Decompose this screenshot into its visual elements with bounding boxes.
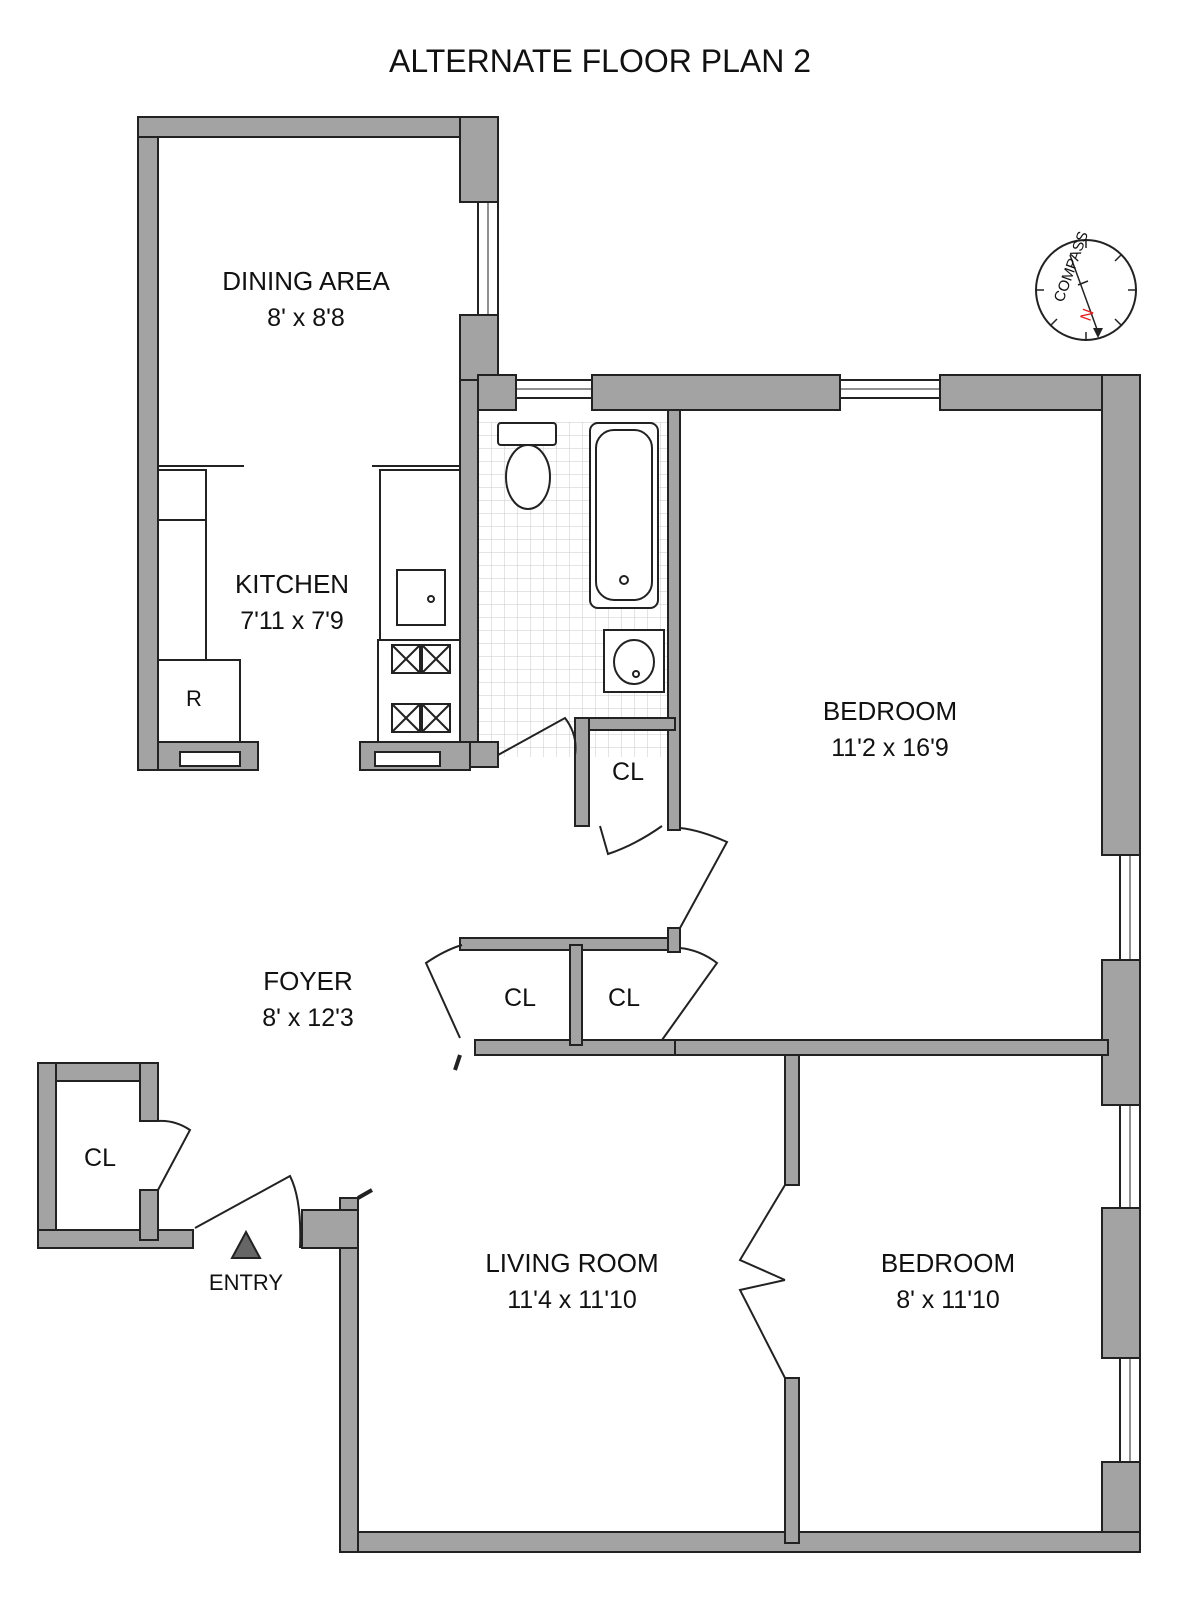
counter-left	[157, 469, 207, 661]
wall-bedroom-bottom	[667, 1039, 1109, 1056]
wall-right-mid	[1101, 959, 1141, 1106]
bedroom-small-name: BEDROOM	[881, 1248, 1015, 1278]
wall-living-bedroom-upper	[784, 1054, 800, 1186]
wall-right-upper	[1101, 374, 1141, 856]
wall-entry-closet-right-lower	[139, 1189, 159, 1241]
wall-closet-divider	[569, 944, 583, 1046]
wall-entry-right	[301, 1209, 359, 1249]
foyer-closet-left-label: CL	[504, 984, 536, 1012]
bedroom-small-dims: 8' x 11'10	[896, 1286, 1000, 1314]
kitchen-fixtures	[157, 465, 461, 743]
wall-bath-top-left	[477, 374, 517, 411]
wall-kitchen-bath	[459, 379, 479, 756]
bathroom-fixtures	[497, 422, 665, 693]
bedroom-bifold-lower	[738, 1279, 786, 1379]
wall-entry-closet-right-upper	[139, 1062, 159, 1122]
entry-closet-door	[157, 1119, 192, 1191]
wall-dining-right-upper	[459, 116, 499, 203]
dining-area-dims: 8' x 8'8	[267, 304, 345, 332]
bathtub	[589, 422, 659, 609]
walls	[37, 116, 1141, 1553]
wall-top	[137, 116, 499, 138]
wall-closet-right	[667, 927, 681, 953]
bedroom-door	[679, 827, 729, 929]
wall-entry-closet-left	[37, 1062, 57, 1249]
bath-closet-label: CL	[612, 758, 644, 786]
entry-arrow-icon	[230, 1229, 262, 1259]
kitchen-name: KITCHEN	[235, 569, 349, 599]
door-swings	[157, 716, 786, 1379]
kitchen-dims: 7'11 x 7'9	[240, 607, 344, 635]
bedroom-main-name: BEDROOM	[823, 696, 957, 726]
windows	[179, 201, 1141, 1463]
bedroom-main-dims: 11'2 x 16'9	[831, 734, 949, 762]
refrigerator	[157, 659, 241, 743]
wall-right-lower	[1101, 1207, 1141, 1359]
living-room-dims: 11'4 x 11'10	[507, 1286, 637, 1314]
compass-north: N	[1078, 307, 1098, 324]
entry-label: ENTRY	[209, 1270, 283, 1295]
counter-right	[379, 469, 461, 641]
toilet-bowl	[505, 444, 551, 510]
wall-living-bedroom-lower	[784, 1377, 800, 1544]
refrigerator-label: R	[186, 686, 202, 711]
wall-kitchen-bath-corner	[469, 741, 499, 768]
foyer-closet-right-label: CL	[608, 984, 640, 1012]
compass-icon: COMPASS N	[1035, 229, 1137, 341]
plan-title: ALTERNATE FLOOR PLAN 2	[389, 43, 811, 79]
closet-door-left	[424, 944, 463, 1039]
bath-closet-door	[599, 825, 663, 856]
window-kitchen-left	[179, 751, 241, 767]
toilet-tank	[497, 422, 557, 446]
bath-door	[497, 716, 577, 756]
foyer-dims: 8' x 12'3	[262, 1004, 354, 1032]
wall-bottom	[339, 1531, 1141, 1553]
bedroom-bifold-upper	[738, 1184, 786, 1281]
wall-kitchen-left	[137, 116, 159, 771]
entry-closet-label: CL	[84, 1144, 116, 1172]
dining-area-name: DINING AREA	[222, 266, 390, 296]
window-kitchen-right	[374, 751, 441, 767]
living-room-name: LIVING ROOM	[485, 1248, 658, 1278]
wall-living-left	[339, 1197, 359, 1553]
wall-bedroom-top-left	[591, 374, 841, 411]
entry-door	[194, 1174, 302, 1249]
closet-door-right	[661, 947, 719, 1041]
wall-bath-bedroom	[667, 409, 681, 831]
foyer-name: FOYER	[263, 966, 353, 996]
wall-entry-closet-bottom	[37, 1229, 194, 1249]
wall-bath-closet-left	[574, 717, 590, 827]
stove	[377, 639, 461, 743]
kitchen-sink	[396, 569, 446, 626]
